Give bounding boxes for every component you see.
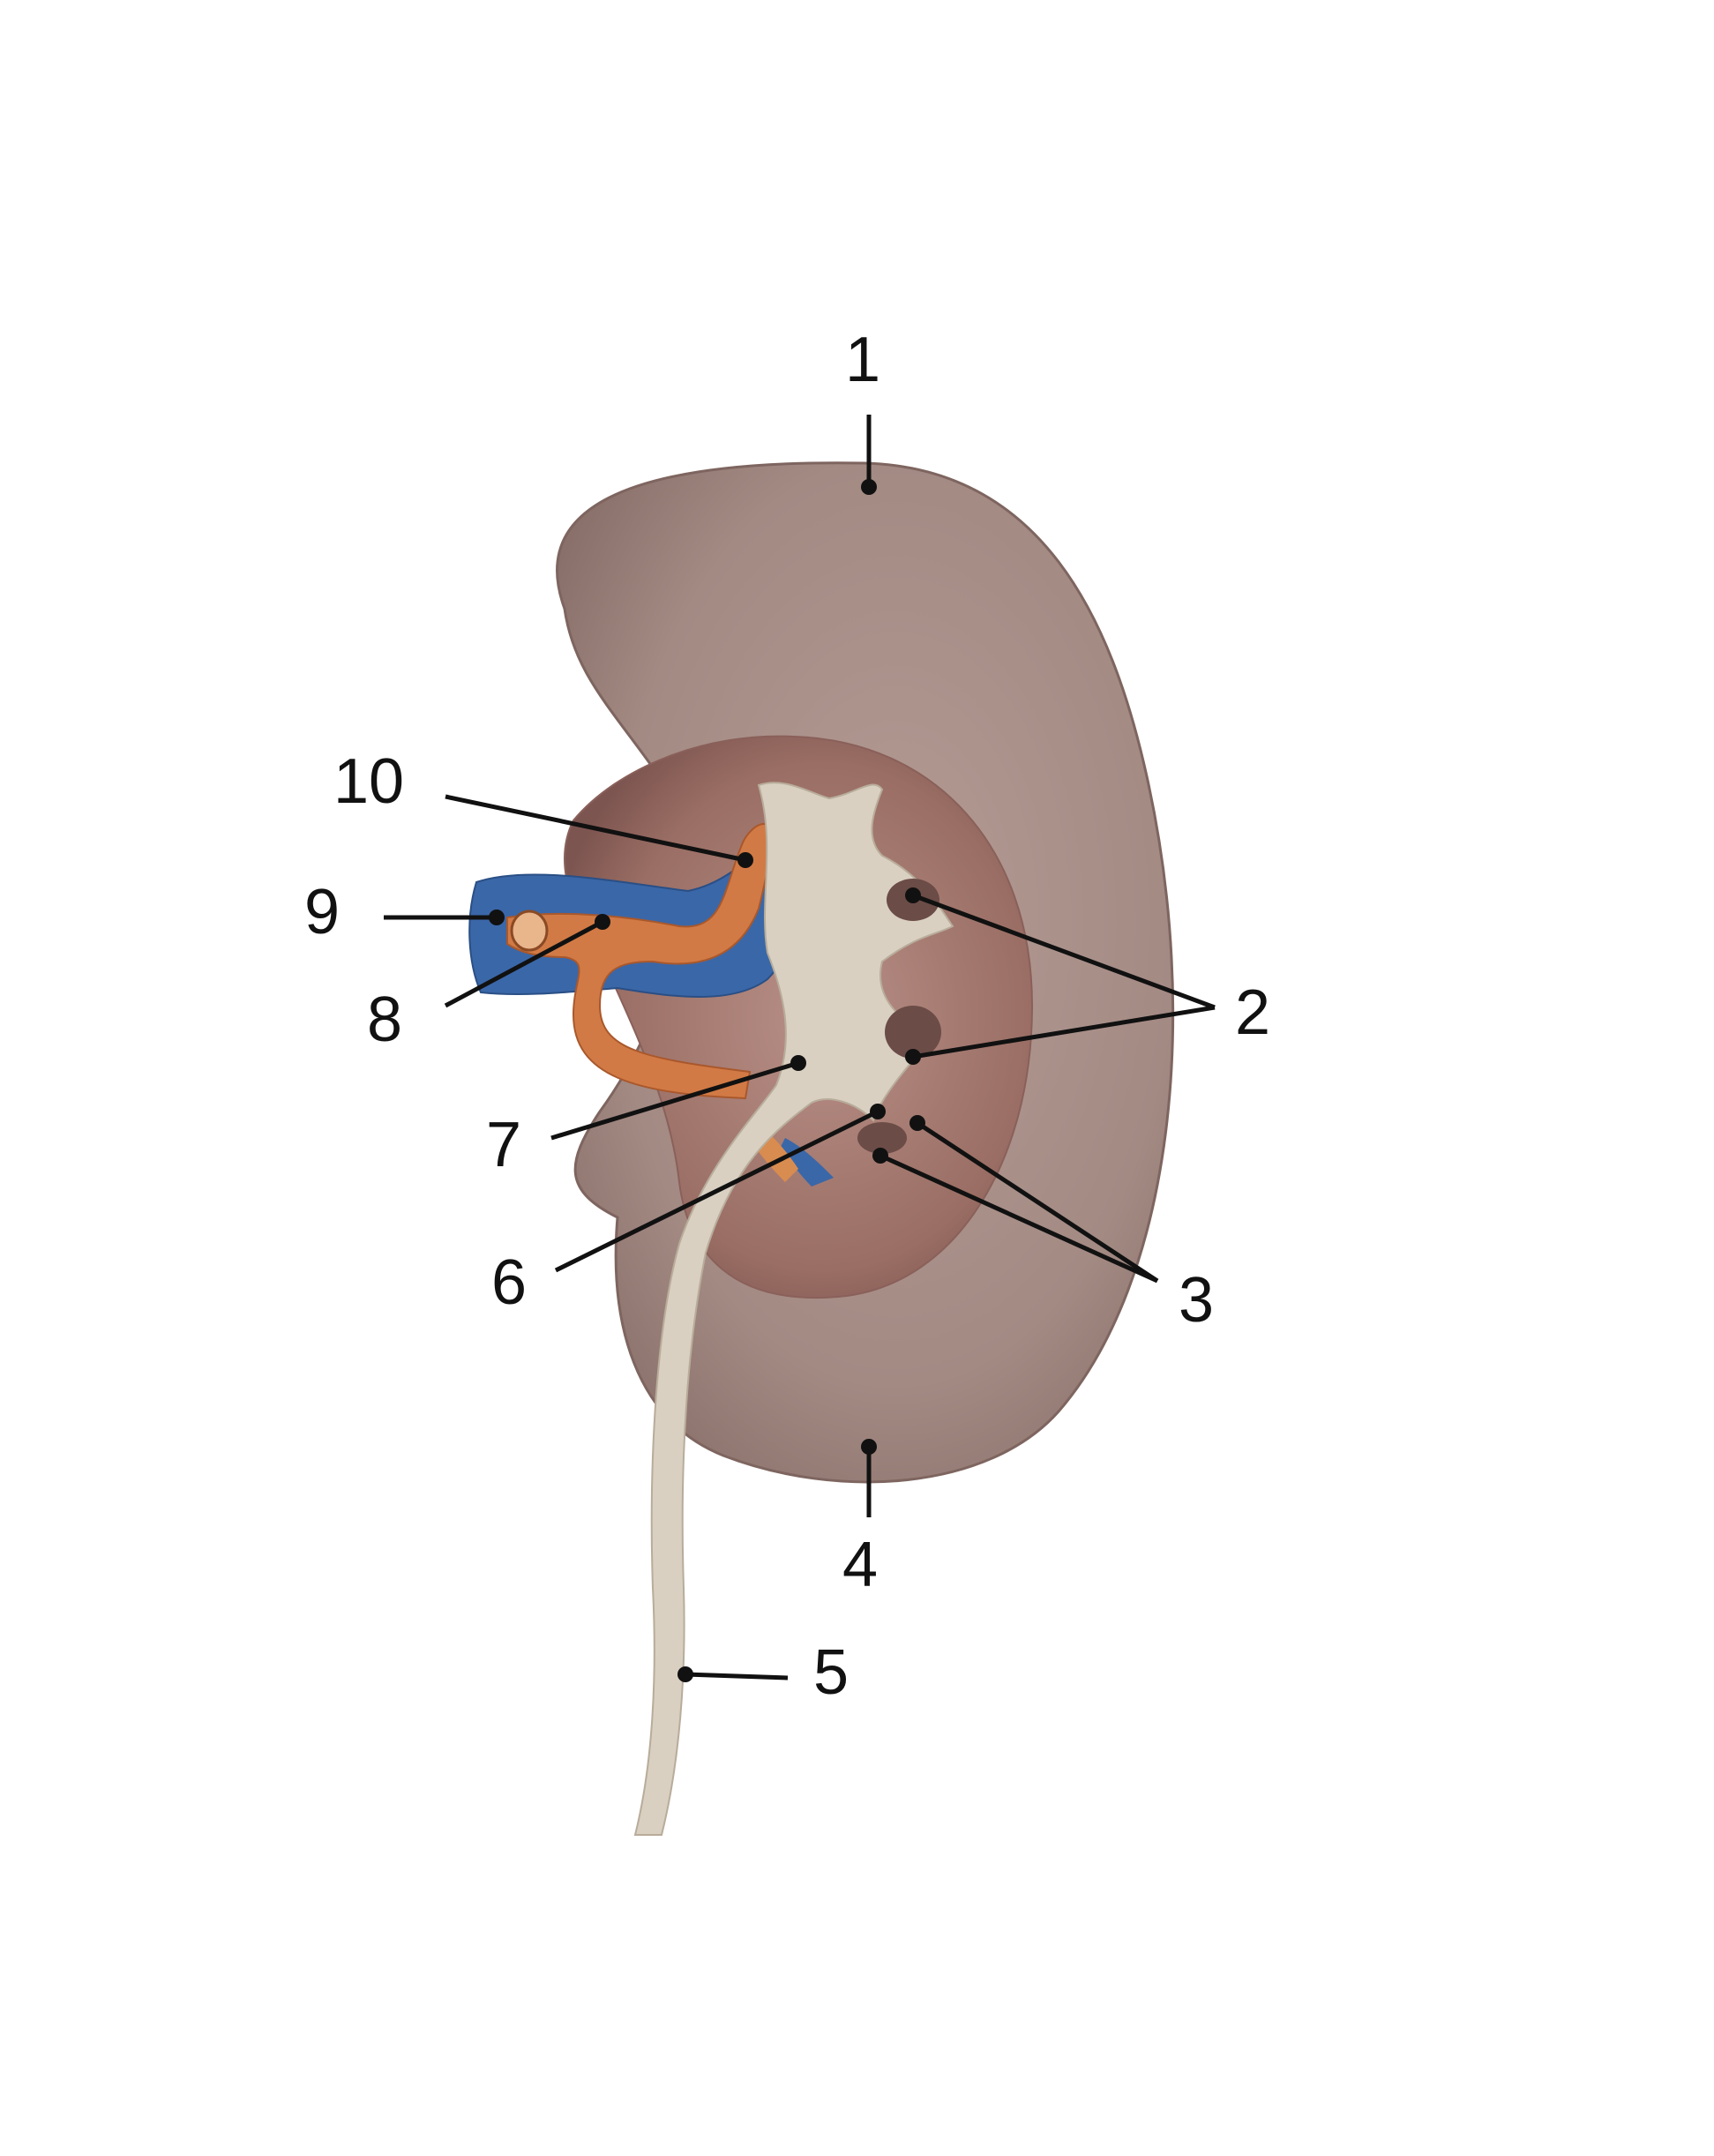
- leader-7: [550, 1060, 799, 1141]
- dot-7: [790, 1055, 806, 1071]
- leader-lines: [384, 415, 1216, 1681]
- leader-10: [445, 794, 746, 863]
- dot-5: [677, 1666, 693, 1682]
- leader-6: [554, 1109, 879, 1273]
- renal-vein-lower-branch: [781, 1138, 834, 1187]
- calyx-middle: [885, 1006, 941, 1059]
- renal-artery: [506, 823, 773, 1100]
- calyx-lower: [857, 1122, 907, 1154]
- dot-2b: [905, 1049, 921, 1065]
- label-5: 5: [813, 1637, 850, 1708]
- leader-3b: [879, 1153, 1159, 1284]
- leader-3a: [916, 1120, 1159, 1284]
- dot-8: [595, 914, 610, 930]
- dot-9: [489, 910, 505, 925]
- leader-2b: [912, 1005, 1216, 1059]
- label-9: 9: [304, 877, 341, 947]
- dot-4: [861, 1439, 877, 1455]
- dot-1: [861, 479, 877, 495]
- label-10: 10: [333, 746, 405, 817]
- renal-artery-lumen: [510, 910, 549, 952]
- dot-3b: [872, 1148, 888, 1164]
- leader-2a: [912, 893, 1216, 1010]
- dot-6: [870, 1104, 886, 1119]
- dot-2a: [905, 887, 921, 903]
- label-3: 3: [1179, 1265, 1215, 1336]
- label-6: 6: [491, 1247, 528, 1318]
- leader-8: [444, 919, 604, 1008]
- label-1: 1: [845, 325, 881, 395]
- label-8: 8: [367, 984, 403, 1055]
- dot-3a: [909, 1115, 925, 1131]
- label-2: 2: [1235, 977, 1271, 1048]
- leader-dots: [489, 479, 925, 1682]
- label-7: 7: [486, 1110, 522, 1180]
- leader-5: [685, 1672, 789, 1681]
- label-4: 4: [842, 1530, 879, 1600]
- dot-10: [737, 852, 753, 868]
